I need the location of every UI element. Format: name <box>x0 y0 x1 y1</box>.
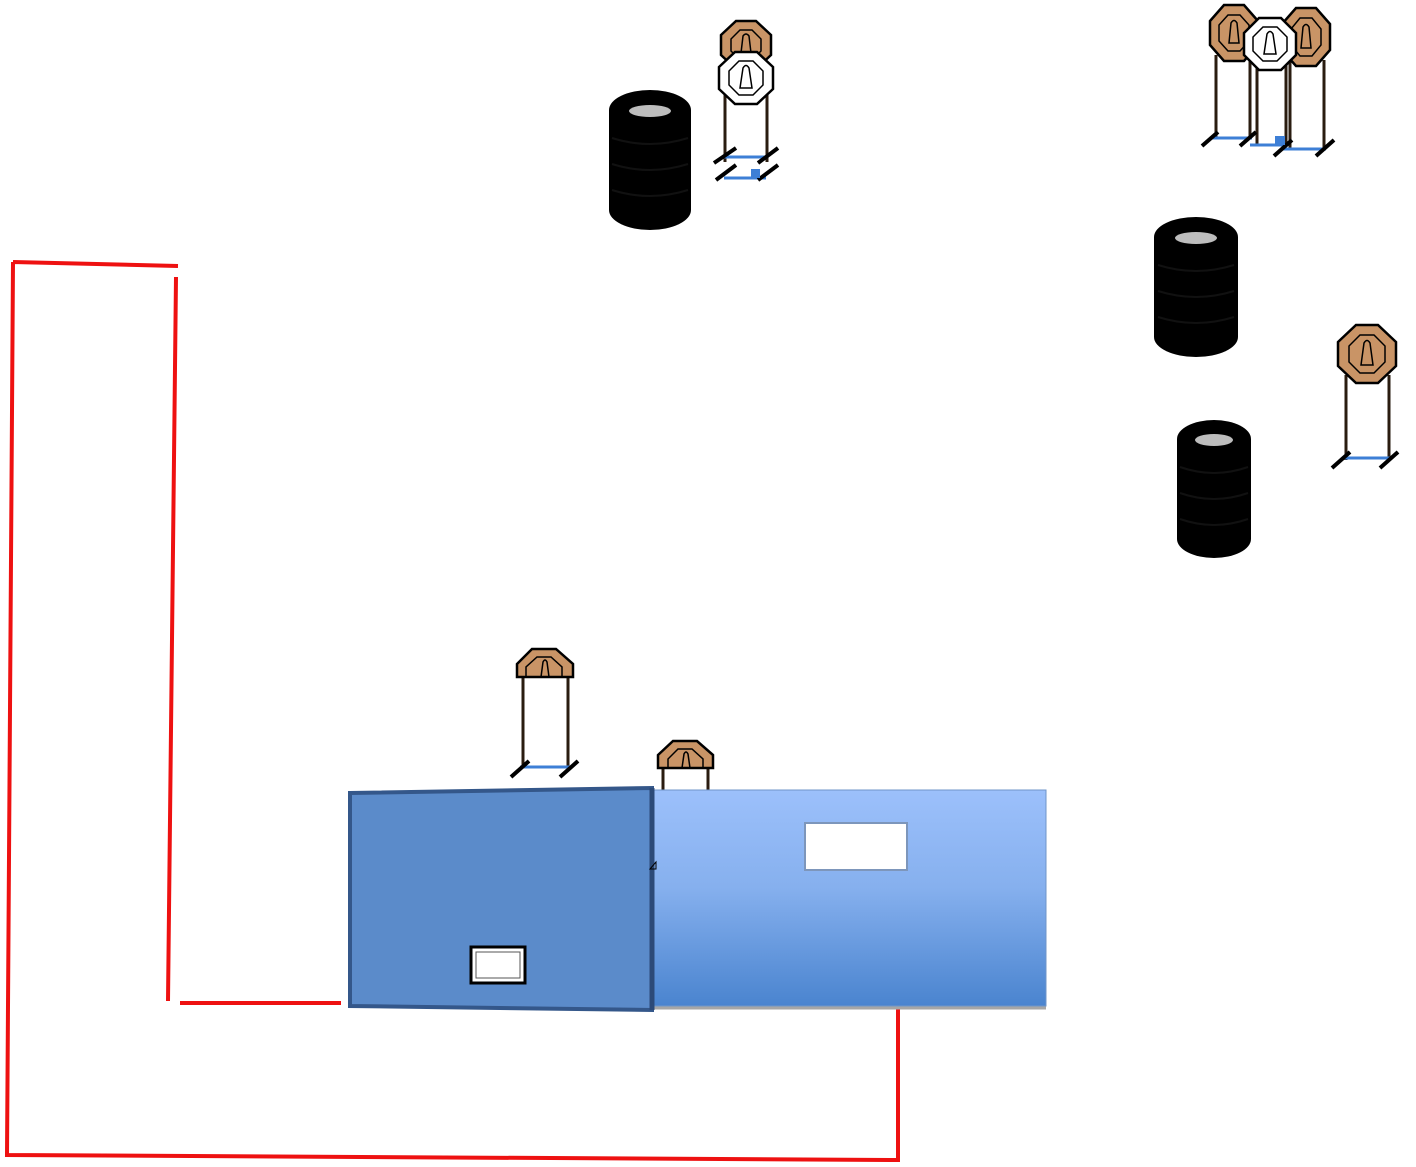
no-shoot-target-icon <box>717 50 775 106</box>
target-stand <box>509 675 580 779</box>
target-group-right <box>1330 323 1400 470</box>
shooting-port-icon <box>469 945 527 985</box>
target-group-top-center <box>712 19 780 182</box>
wall-left <box>348 785 657 1013</box>
target-group-bottom-middle <box>656 739 715 792</box>
wall-right <box>651 789 1047 1010</box>
steel-popper-target-icon <box>656 739 715 770</box>
target-stand <box>1330 375 1400 470</box>
barrel-left <box>609 90 691 230</box>
tire-stack-barrel-icon <box>1154 217 1238 357</box>
tire-stack-barrel-icon <box>609 90 691 230</box>
no-shoot-target-icon <box>1242 16 1298 72</box>
fault-line-inner <box>166 276 341 1005</box>
fault-lines <box>4 260 900 1163</box>
target-stand <box>1200 55 1336 158</box>
shooting-port-icon <box>804 822 908 871</box>
target-stand <box>661 766 710 792</box>
target-group-top-right <box>1200 3 1336 158</box>
steel-popper-target-icon <box>1336 323 1398 385</box>
target-group-bottom-left <box>509 647 580 779</box>
steel-popper-target-icon <box>515 647 575 679</box>
barrel-right-lower <box>1177 420 1251 558</box>
fault-line-outer <box>4 260 900 1163</box>
barrel-right-upper <box>1154 217 1238 357</box>
tire-stack-barrel-icon <box>1177 420 1251 558</box>
